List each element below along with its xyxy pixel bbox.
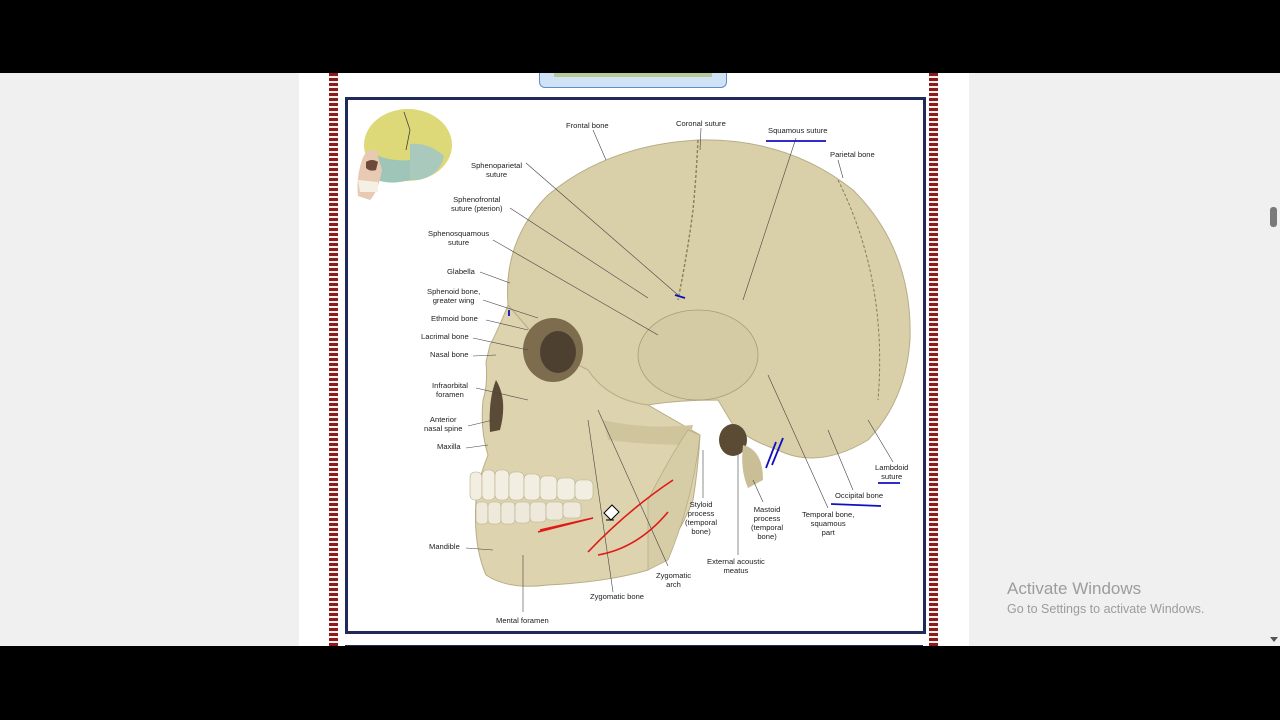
blue-annotation-marks (508, 140, 900, 507)
letterbox-top (0, 0, 1280, 73)
skull-illustration (357, 109, 911, 612)
activate-windows-watermark: Activate Windows Go to Settings to activ… (1007, 579, 1204, 617)
section-header-tab (539, 73, 727, 88)
label-zygomatic-bone: Zygomatic bone (590, 592, 645, 601)
page-border-right (929, 73, 938, 646)
label-squamous-suture: Squamous suture (768, 126, 828, 135)
label-parietal-bone: Parietal bone (830, 150, 875, 159)
eraser-cursor-icon (603, 504, 620, 521)
label-lacrimal-bone: Lacrimal bone (421, 332, 469, 341)
label-sphenofrontal-suture: Sphenofrontal suture (pterion) (451, 195, 503, 213)
document-viewer[interactable]: Frontal bone Coronal suture Squamous sut… (0, 73, 1280, 646)
label-nasal-bone: Nasal bone (430, 350, 469, 359)
inset-skull-thumbnail (357, 109, 452, 200)
label-coronal-suture: Coronal suture (676, 119, 726, 128)
watermark-subtitle: Go to Settings to activate Windows. (1007, 602, 1205, 616)
label-mandible: Mandible (429, 542, 460, 551)
label-sphenoid-bone: Sphenoid bone, greater wing (427, 287, 481, 305)
label-ethmoid-bone: Ethmoid bone (431, 314, 478, 323)
next-section-header (345, 645, 923, 646)
label-anterior-nasal-spine: Anterior nasal spine (424, 415, 463, 433)
label-frontal-bone: Frontal bone (566, 121, 609, 130)
skull-figure: Frontal bone Coronal suture Squamous sut… (345, 97, 926, 634)
label-external-acoustic-meatus: External acoustic meatus (707, 557, 765, 575)
label-infraorbital-foramen: Infraorbital foramen (432, 381, 468, 399)
label-zygomatic-arch: Zygomatic arch (656, 571, 692, 589)
label-temporal-bone: Temporal bone, squamous part (802, 510, 855, 537)
label-mastoid-process: Mastoid process (temporal bone) (751, 505, 784, 541)
label-glabella: Glabella (447, 267, 475, 276)
letterbox-bottom (0, 646, 1280, 720)
page-border-left (329, 73, 338, 646)
watermark-title: Activate Windows (1007, 579, 1142, 598)
scrollbar-thumb[interactable] (1270, 207, 1277, 227)
label-maxilla: Maxilla (437, 442, 461, 451)
label-sphenosquamous-suture: Sphenosquamous suture (428, 229, 490, 247)
scroll-down-arrow-icon[interactable] (1270, 637, 1278, 642)
label-occipital-bone: Occipital bone (835, 491, 884, 500)
label-sphenoparietal-suture: Sphenoparietal suture (471, 161, 523, 179)
red-annotation-marks (537, 479, 674, 556)
label-mental-foramen: Mental foramen (496, 616, 549, 625)
label-styloid-process: Styloid process (temporal bone) (685, 500, 718, 536)
label-lambdoid-suture: Lambdoid suture (875, 463, 909, 481)
